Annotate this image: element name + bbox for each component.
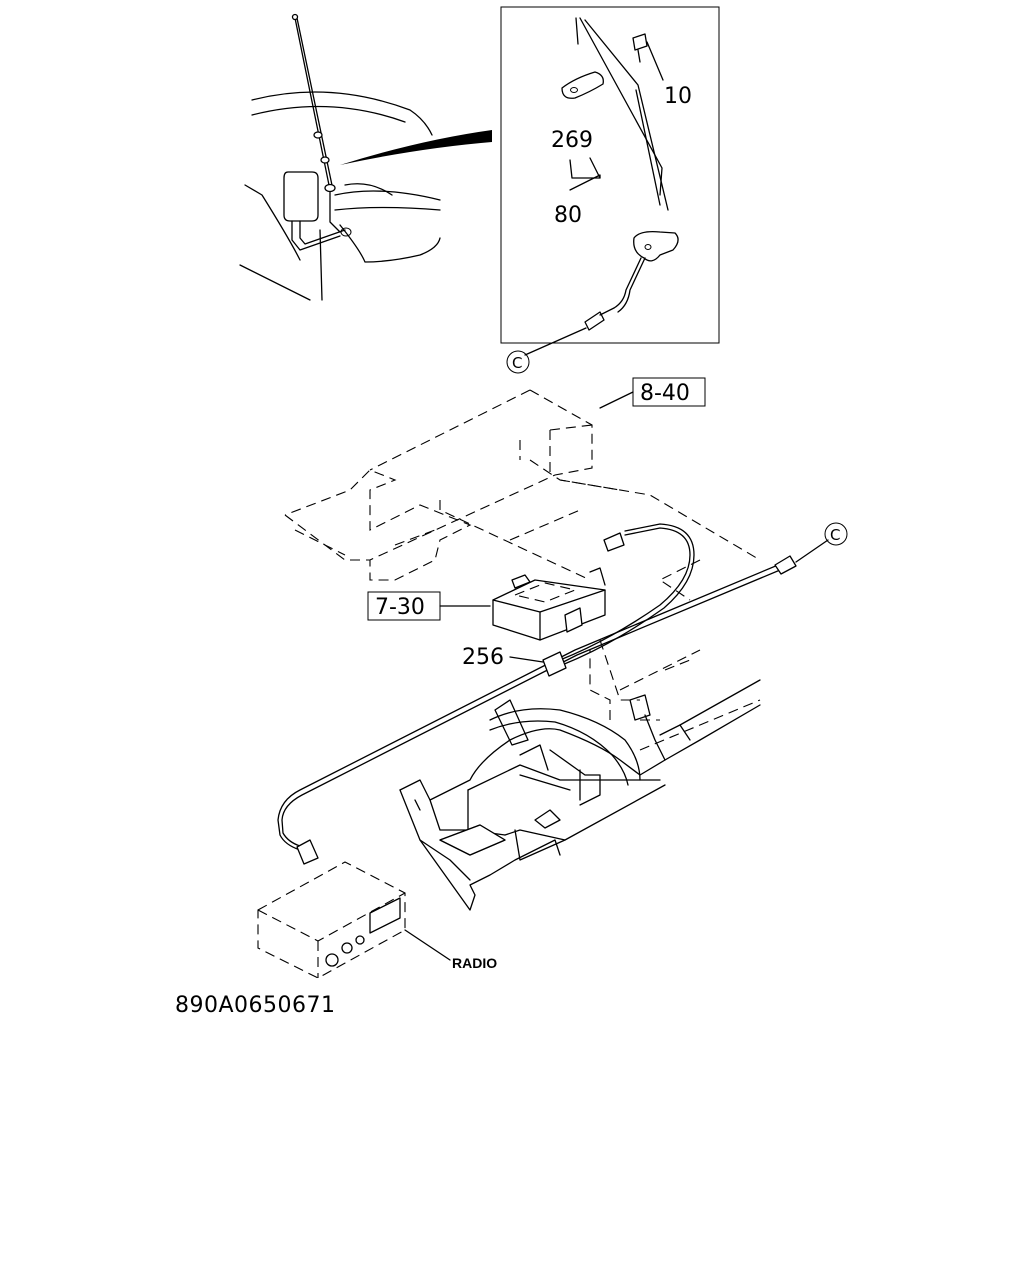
dash-console-structure: [399, 639, 761, 911]
connector-c-top-marker: C: [506, 350, 530, 374]
connector-c-right-label: C: [830, 526, 840, 544]
callout-269: 269: [551, 128, 593, 153]
radio-label: RADIO: [452, 955, 497, 971]
connector-c-right-marker: C: [824, 522, 848, 546]
callout-7-30: 7-30: [375, 595, 425, 620]
callout-8-40: 8-40: [640, 381, 690, 406]
connector-c-top-label: C: [512, 354, 522, 372]
callout-256: 256: [462, 645, 504, 670]
callout-10: 10: [664, 84, 692, 109]
phantom-bracket-8-40: [284, 389, 761, 601]
drawing-number: 890A0650671: [175, 993, 336, 1018]
radio-unit: [257, 861, 451, 979]
antenna-detail-inset: [500, 6, 720, 356]
callout-80: 80: [554, 203, 582, 228]
vehicle-pillar-view: [239, 13, 492, 301]
antenna-cable: [277, 523, 829, 865]
module-7-30: [492, 567, 606, 641]
